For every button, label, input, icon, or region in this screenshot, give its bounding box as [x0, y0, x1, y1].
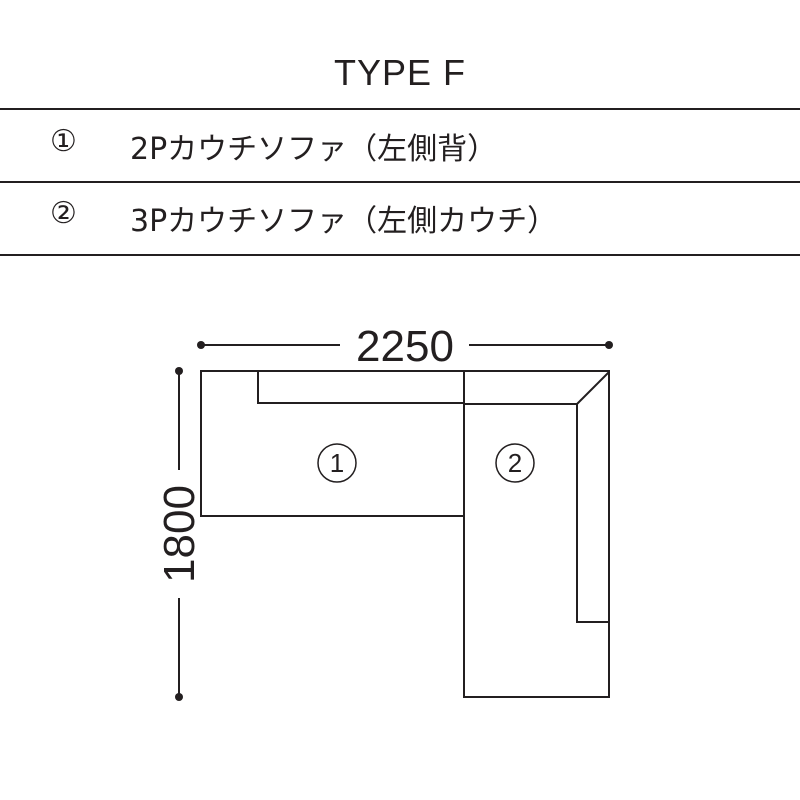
- type-title: TYPE F: [333, 52, 467, 93]
- legend-item-2: ② 3Pカウチソファ（左側カウチ）: [0, 182, 800, 252]
- sofa-piece-1-outline: [200, 370, 465, 517]
- item-label: 2Pカウチソファ（左側背）: [130, 132, 498, 167]
- item-marker: ①: [50, 124, 77, 159]
- piece-marker-circle: [317, 443, 357, 483]
- sofa-piece-1-back: [257, 371, 464, 404]
- depth-label: 1800: [155, 485, 204, 583]
- divider: [0, 108, 800, 110]
- legend-item-1: ① 2Pカウチソファ（左側背）: [0, 110, 800, 180]
- piece-2-number: 2: [508, 448, 522, 478]
- piece-1-number: 1: [330, 448, 344, 478]
- dimension-endpoint: [175, 367, 183, 375]
- sofa-piece-2-corner: [576, 371, 610, 405]
- sofa-piece-2-back: [464, 403, 609, 623]
- width-label: 2250: [356, 322, 454, 371]
- dimension-endpoint: [605, 341, 613, 349]
- item-marker: ②: [50, 196, 77, 231]
- divider: [0, 181, 800, 183]
- dimension-endpoint: [197, 341, 205, 349]
- item-label: 3Pカウチソファ（左側カウチ）: [130, 204, 558, 239]
- piece-marker-circle: [495, 443, 535, 483]
- dimension-endpoint: [175, 693, 183, 701]
- sofa-piece-2-outline: [463, 370, 610, 698]
- divider: [0, 254, 800, 256]
